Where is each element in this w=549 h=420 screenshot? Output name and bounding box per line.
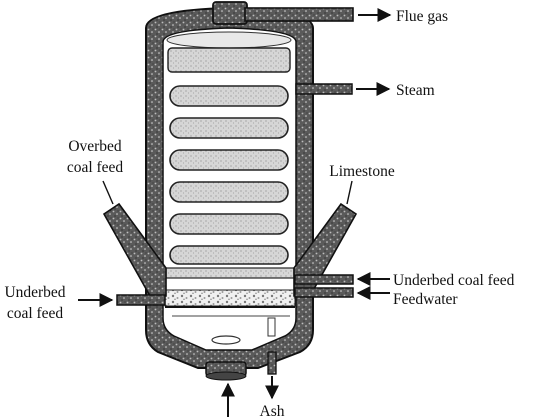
underbed-coal-feed-right-pipe [294,274,354,285]
feedwater-pipe [294,287,354,298]
ash-label: Ash [260,403,285,420]
ash-drain-pipe [267,351,277,375]
overbed-coal-feed-label-line2: coal feed [67,159,124,176]
flue-gas-label: Flue gas [396,8,448,25]
underbed-coal-feed-left-label-line2: coal feed [7,305,64,322]
steam-outlet-pipe [295,83,353,95]
overbed-coal-feed-pointer [102,180,114,205]
underbed-coal-feed-right-label: Underbed coal feed [393,272,515,289]
overbed-coal-feed-chute [102,202,167,297]
fluidized-bed [164,267,296,345]
limestone-pointer [346,180,353,205]
underbed-coal-feed-left-pipe [116,294,166,306]
feedwater-label: Feedwater [393,291,458,308]
overbed-coal-feed-label-line1: Overbed [68,138,122,155]
flue-gas-outlet [212,1,354,25]
heat-exchanger-tubes [167,47,291,265]
bottom-air-inlet [205,361,247,381]
steam-label: Steam [396,82,435,99]
dome-top [166,31,292,49]
underbed-coal-feed-left-label-line1: Underbed [4,284,65,301]
limestone-label: Limestone [329,163,395,180]
